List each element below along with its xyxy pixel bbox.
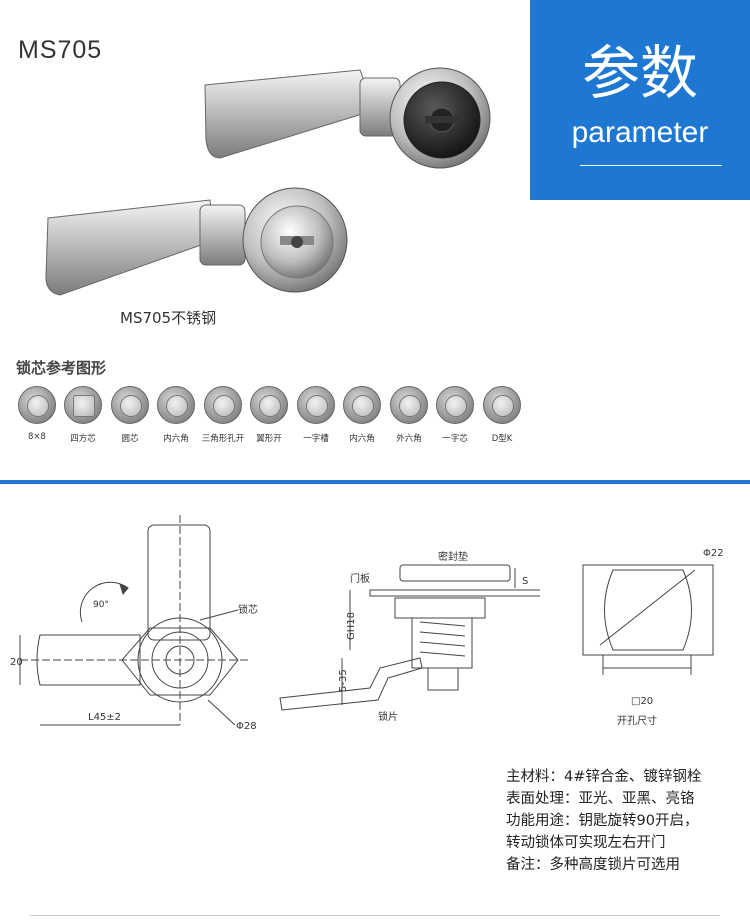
side-view-drawing: 密封垫 门板 S GH18 5-35 锁片 (279, 550, 540, 723)
core-shapes-row: 8×8 四方芯 圆芯 内六角 三角形孔开 翼形开 一字槽 内六角 外六角 一字芯… (14, 386, 534, 456)
line-core-icon (436, 386, 474, 424)
d-core-icon (483, 386, 521, 424)
triangle-core-icon (18, 386, 56, 424)
slot-core-icon (297, 386, 335, 424)
section-divider (0, 480, 750, 484)
core-item: 一字槽 (293, 386, 339, 444)
lock-photo-black (204, 67, 491, 169)
dim-cutout-square: □20 (631, 696, 653, 707)
spec-line: 转动锁体可实现左右开门 (506, 835, 666, 851)
core-item: 内六角 (339, 386, 385, 444)
core-item: D型K (479, 386, 525, 444)
core-item: 内六角 (153, 386, 199, 444)
label-blade: 锁片 (378, 710, 398, 723)
label-gasket: 密封垫 (438, 550, 468, 563)
dim-cutout-diameter: Φ22 (703, 548, 724, 559)
bottom-divider (30, 915, 720, 916)
dim-diameter: Φ28 (236, 721, 257, 732)
dim-range: 5-35 (338, 669, 349, 692)
badge-title-cn: 参数 (581, 39, 698, 107)
triangle-hole-icon (204, 386, 242, 424)
spec-line: 表面处理：亚光、亚黑、亮铬 (506, 791, 695, 807)
spec-list: 主材料：4#锌合金、镀锌钢栓 表面处理：亚光、亚黑、亮铬 功能用途：钥匙旋转90… (506, 766, 701, 876)
lock-photo-stainless (45, 187, 348, 296)
dim-length: L45±2 (88, 712, 121, 723)
dim-gh: GH18 (346, 612, 357, 640)
dim-s: S (522, 576, 528, 587)
core-item: 圆芯 (107, 386, 153, 444)
core-item: 三角形孔开 (200, 386, 246, 444)
cutout-label: 开孔尺寸 (617, 714, 657, 727)
core-item: 外六角 (386, 386, 432, 444)
label-door: 门板 (350, 572, 370, 585)
badge-title-en: parameter (571, 116, 709, 149)
label-core: 锁芯 (238, 603, 258, 616)
model-title: MS705 (18, 36, 103, 64)
parameter-badge: 参数 parameter (530, 0, 750, 200)
wing-core-icon (250, 386, 288, 424)
square-core-icon (64, 386, 102, 424)
cutout-drawing: Φ22 □20 开孔尺寸 (582, 548, 724, 727)
product-caption: MS705不锈钢 (120, 309, 217, 327)
dim-height: 20 (10, 657, 23, 668)
inner-hex-icon (343, 386, 381, 424)
spec-line: 主材料：4#锌合金、镀锌钢栓 (506, 769, 702, 785)
core-section-title: 锁芯参考图形 (16, 359, 107, 377)
core-item: 翼形开 (246, 386, 292, 444)
spec-line: 功能用途：钥匙旋转90开启， (506, 813, 699, 829)
core-item: 一字芯 (432, 386, 478, 444)
outer-hex-icon (390, 386, 428, 424)
rotation-label: 90° (93, 600, 109, 610)
spec-line: 备注：多种高度锁片可选用 (506, 857, 680, 873)
front-view-drawing: 90° 20 L45±2 Φ28 锁芯 (10, 515, 258, 732)
core-item: 8×8 (14, 386, 60, 442)
round-core-icon (111, 386, 149, 424)
badge-underline (580, 165, 722, 166)
product-photos (45, 67, 491, 296)
core-item: 四方芯 (60, 386, 106, 444)
inner-hex-icon (157, 386, 195, 424)
